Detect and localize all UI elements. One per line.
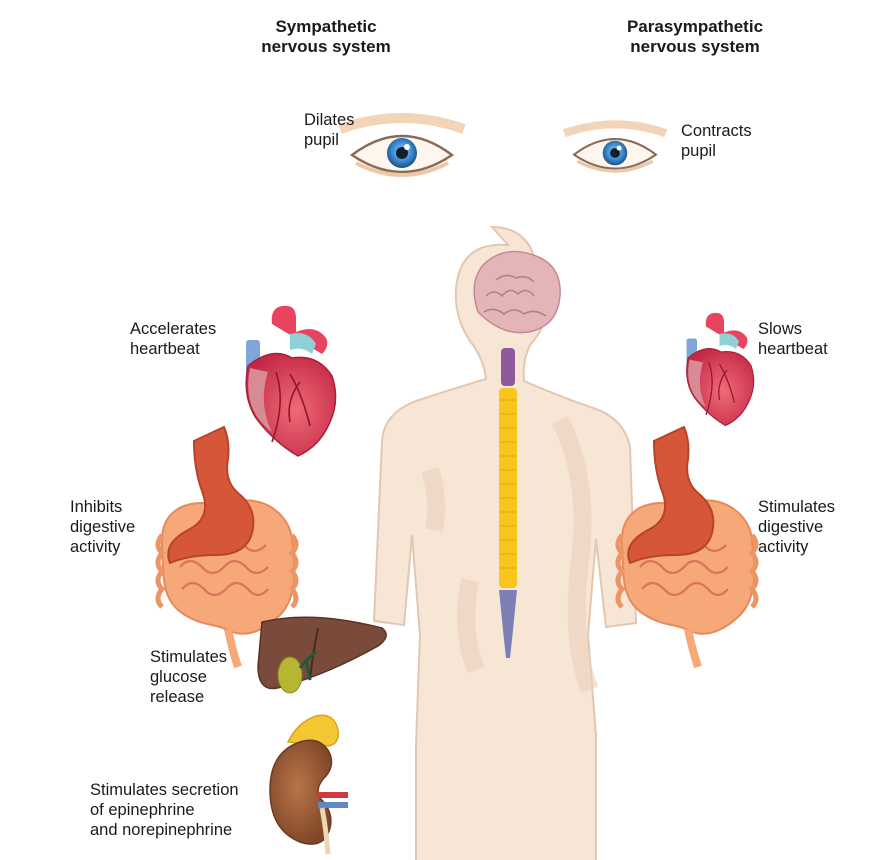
label-inhibits-digestive-activity: Inhibits digestive activity [70, 498, 136, 556]
label-stimulates-secretion-epinephrine: Stimulates secretion of epinephrine and … [90, 781, 239, 839]
label-dilates-pupil: Dilates pupil [304, 111, 355, 149]
label-slows-heartbeat: Slows heartbeat [758, 320, 828, 358]
label-accelerates-heartbeat: Accelerates heartbeat [130, 320, 217, 358]
sympathetic-heart [245, 304, 337, 457]
kidney-with-adrenal-gland [269, 714, 348, 855]
label-contracts-pupil: Contracts pupil [681, 122, 752, 160]
parasympathetic-digestive-tract [618, 426, 756, 667]
parasympathetic-heading: Parasympathetic nervous system [626, 17, 764, 56]
parasympathetic-heart [685, 312, 755, 427]
spinal-cord [499, 348, 517, 658]
label-stimulates-glucose-release: Stimulates glucose release [150, 648, 228, 706]
liver [257, 616, 387, 694]
parasympathetic-eye [564, 124, 666, 171]
brain [473, 250, 561, 334]
label-stimulates-digestive-activity: Stimulates digestive activity [758, 498, 836, 556]
sympathetic-eye [340, 118, 464, 175]
sympathetic-heading: Sympathetic nervous system [261, 17, 391, 56]
